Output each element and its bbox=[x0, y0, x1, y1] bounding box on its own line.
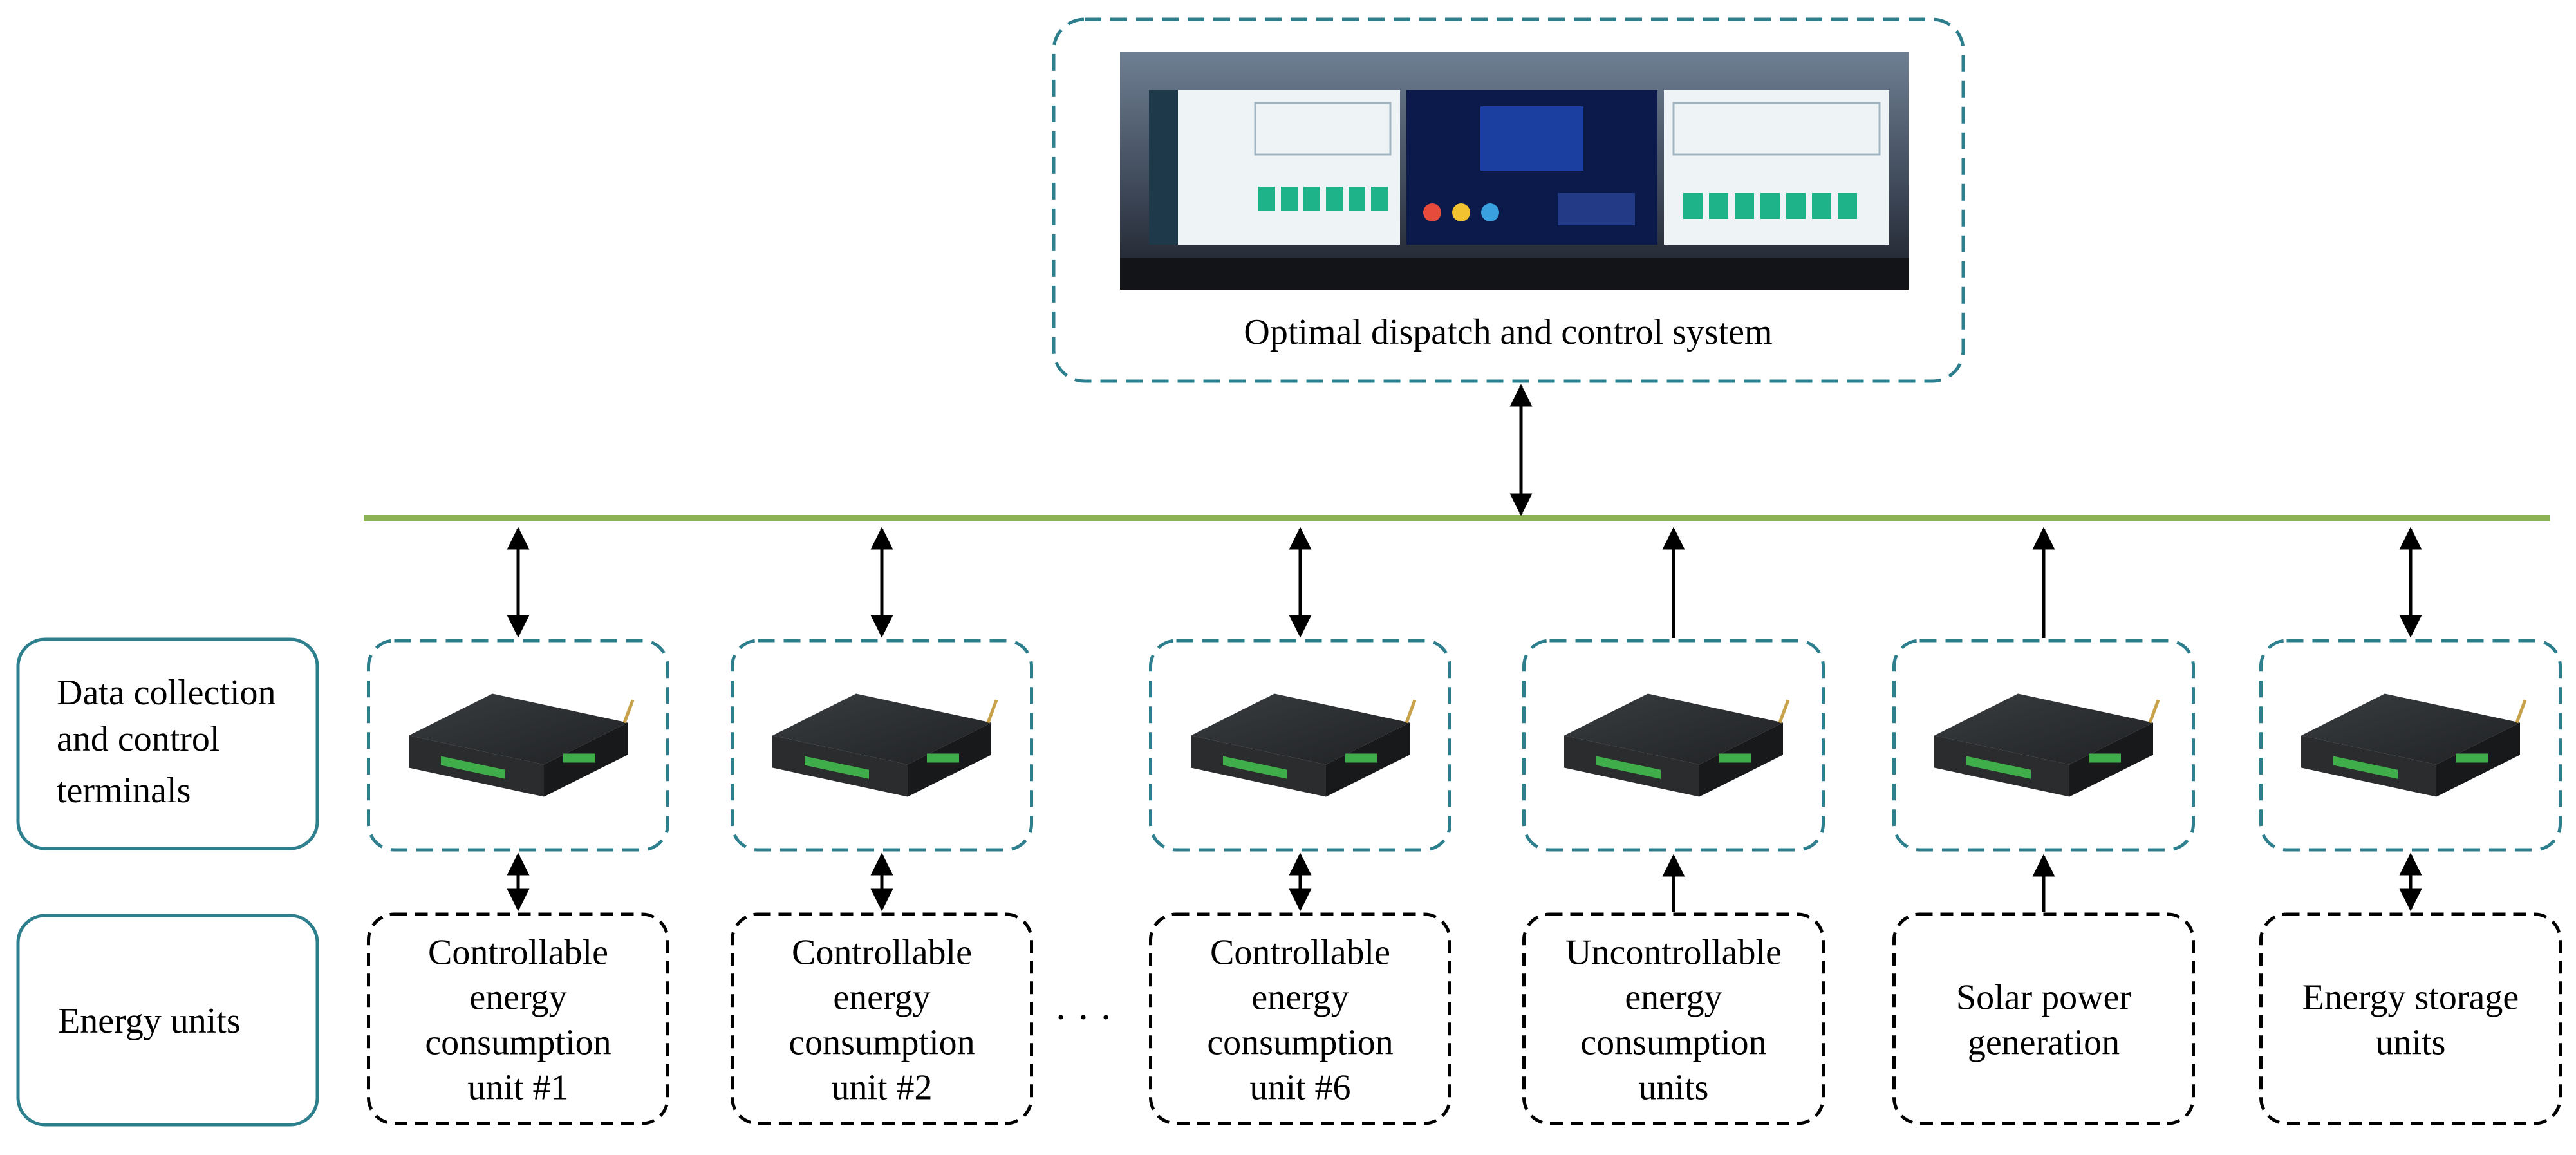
energy-unit-label-line: unit #1 bbox=[467, 1068, 568, 1108]
energy-unit-label-line: consumption bbox=[789, 1023, 975, 1063]
terminal-device-icon bbox=[772, 693, 998, 797]
energy-unit-label: Energy storage units bbox=[2302, 978, 2519, 1063]
column-6: Energy storage units bbox=[2259, 527, 2562, 1125]
energy-unit-label-line: unit #2 bbox=[831, 1068, 932, 1108]
energy-unit-label-line: units bbox=[2376, 1023, 2446, 1063]
terminal-box bbox=[367, 639, 669, 852]
terminal-device-icon bbox=[1934, 693, 2160, 797]
energy-unit-label-line: Controllable bbox=[1210, 933, 1390, 973]
terminal-device-icon bbox=[2301, 693, 2527, 797]
energy-unit-label-line: Controllable bbox=[428, 933, 608, 973]
energy-unit-box bbox=[1892, 912, 2195, 1125]
terminals-row-label-box bbox=[16, 637, 319, 850]
energy-units-row-label: Energy units bbox=[58, 1001, 241, 1041]
energy-unit-box bbox=[367, 912, 669, 1125]
energy-unit-label-line: units bbox=[1639, 1068, 1709, 1108]
column-3: Controllable energy consumption unit #6 bbox=[1149, 527, 1451, 1125]
energy-unit-label-line: energy bbox=[469, 978, 566, 1018]
energy-unit-label-line: Controllable bbox=[792, 933, 972, 973]
energy-units-row-label-box bbox=[16, 914, 319, 1127]
energy-unit-label-line: Solar power bbox=[1956, 978, 2132, 1018]
energy-unit-box bbox=[731, 912, 1033, 1125]
energy-unit-label-line: energy bbox=[1625, 978, 1722, 1018]
column-2: Controllable energy consumption unit #2 bbox=[731, 527, 1033, 1125]
energy-unit-label-line: Energy storage bbox=[2302, 978, 2519, 1018]
system-box bbox=[1052, 17, 1965, 383]
energy-unit-label-line: Uncontrollable bbox=[1565, 933, 1782, 973]
terminals-row-label: Data collection and control terminals bbox=[57, 673, 285, 811]
energy-unit-label-line: energy bbox=[833, 978, 930, 1018]
energy-unit-box bbox=[2259, 912, 2562, 1125]
energy-unit-label: Solar power generation bbox=[1956, 978, 2132, 1063]
terminal-device-icon bbox=[1564, 693, 1790, 797]
energy-unit-box bbox=[1149, 912, 1451, 1125]
terminal-box bbox=[1149, 639, 1451, 852]
terminal-box bbox=[2259, 639, 2562, 852]
column-5: Solar power generation bbox=[1892, 527, 2195, 1125]
energy-unit-label: Controllable energy consumption unit #1 bbox=[425, 933, 611, 1108]
energy-unit-label: Uncontrollable energy consumption units bbox=[1565, 933, 1782, 1108]
system-label: Optimal dispatch and control system bbox=[1244, 312, 1772, 352]
energy-unit-label-line: consumption bbox=[425, 1023, 611, 1063]
energy-unit-label-line: consumption bbox=[1207, 1023, 1393, 1063]
energy-unit-label-line: generation bbox=[1968, 1023, 2120, 1063]
energy-unit-label-line: unit #6 bbox=[1249, 1068, 1350, 1108]
column-4: Uncontrollable energy consumption units bbox=[1522, 527, 1825, 1125]
terminal-box bbox=[1892, 639, 2195, 852]
terminal-box bbox=[1522, 639, 1825, 852]
terminal-device-icon bbox=[1191, 693, 1417, 797]
terminal-box bbox=[731, 639, 1033, 852]
ellipsis: · · · bbox=[1054, 996, 1112, 1038]
energy-unit-label-line: energy bbox=[1251, 978, 1349, 1018]
energy-unit-label-line: consumption bbox=[1580, 1023, 1766, 1063]
column-1: Controllable energy consumption unit #1 bbox=[367, 527, 669, 1125]
energy-unit-box bbox=[1522, 912, 1825, 1125]
control-room-photo bbox=[1120, 52, 1909, 290]
terminal-device-icon bbox=[409, 693, 635, 797]
energy-unit-label: Controllable energy consumption unit #6 bbox=[1207, 933, 1393, 1108]
energy-unit-label: Controllable energy consumption unit #2 bbox=[789, 933, 975, 1108]
